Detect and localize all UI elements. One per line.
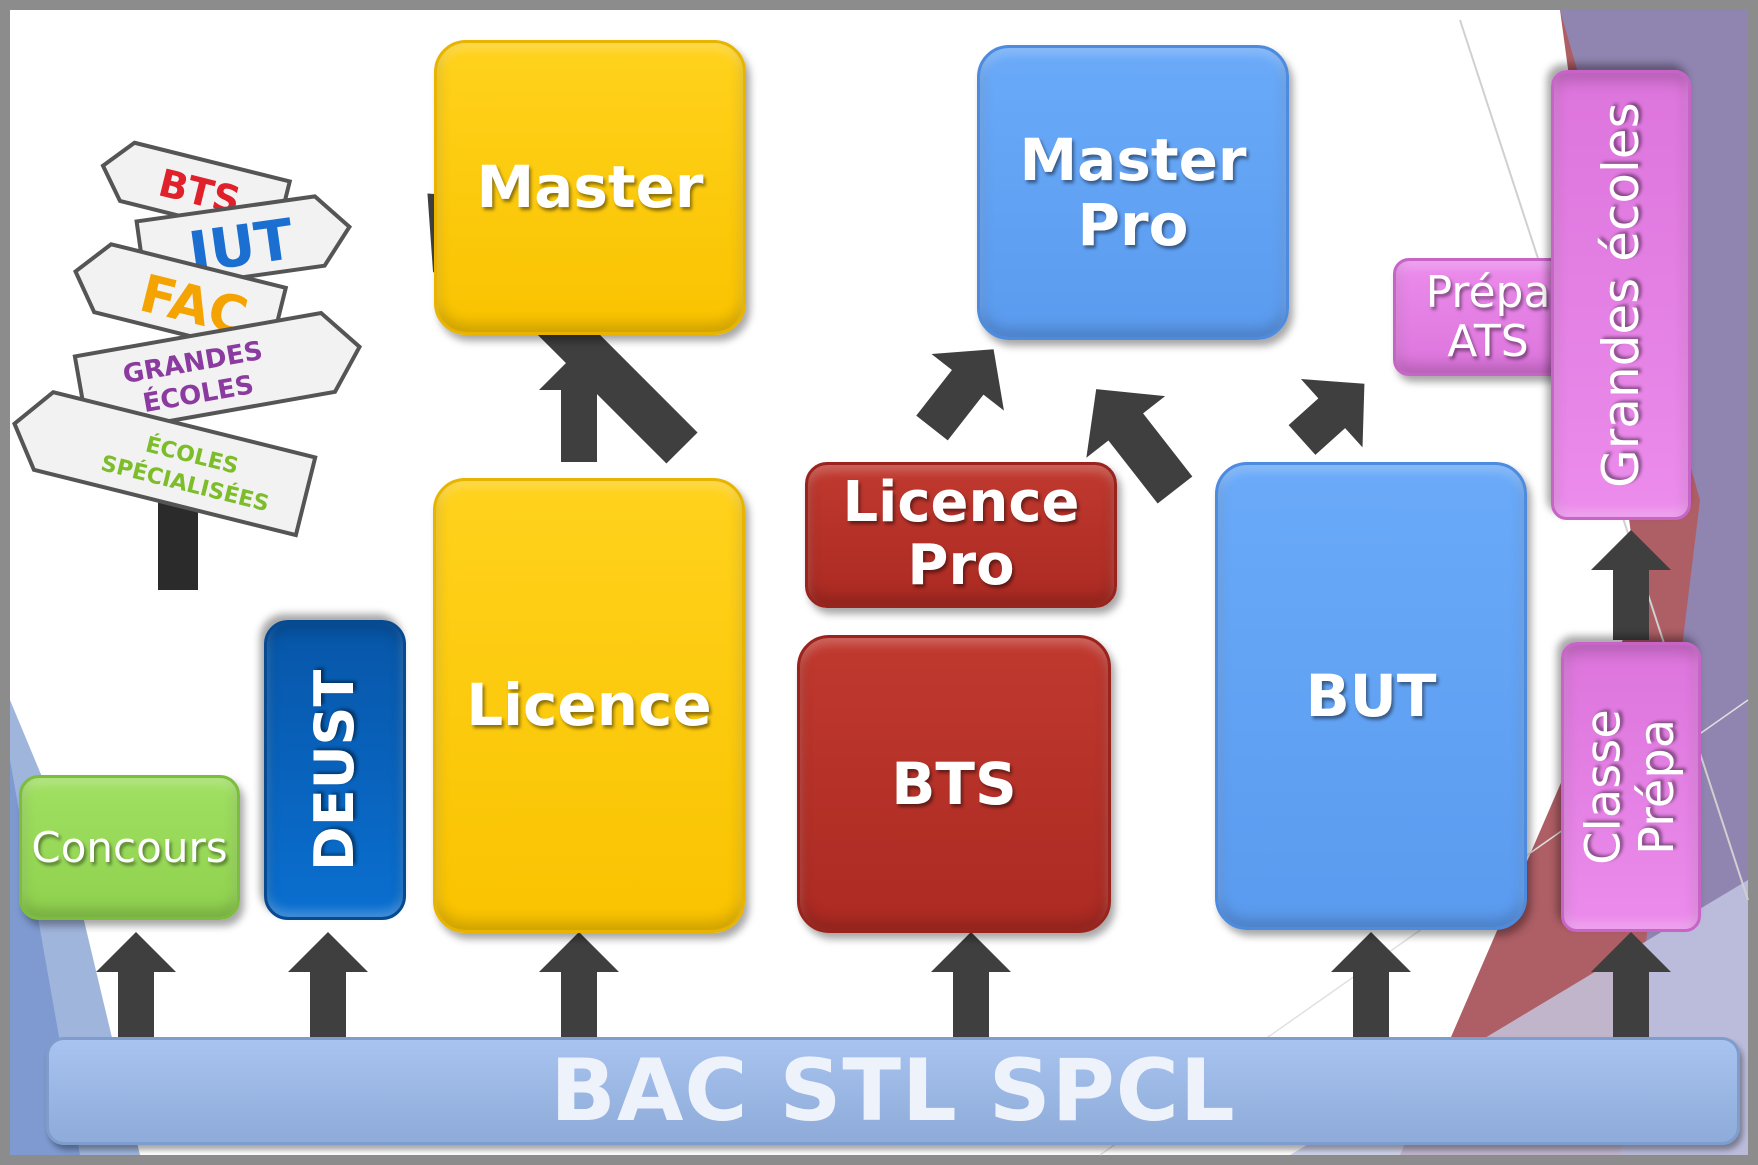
- signpost-illustration: BTS IUT FAC GRANDES ÉCOLES ÉCOLES SPÉCIA…: [12, 140, 363, 590]
- arrow-bac-to-but: [1331, 932, 1411, 1050]
- grandes-ecoles-box: Grandes écoles: [1551, 70, 1691, 520]
- licence-pro-box: Licence Pro: [805, 462, 1117, 608]
- arrow-bac-to-concours: [96, 932, 176, 1050]
- arrow-bac-to-classe-prepa: [1591, 932, 1671, 1050]
- licence-box: Licence: [433, 478, 745, 933]
- arrow-but-to-prepa-ats: [1288, 379, 1365, 455]
- arrow-bac-to-licence: [539, 932, 619, 1055]
- concours-box: Concours: [19, 775, 240, 920]
- arrow-but-to-master-pro: [1086, 389, 1193, 504]
- sign-grandes-ecoles: GRANDES ÉCOLES: [72, 310, 363, 438]
- master-pro-box: Master Pro: [977, 45, 1289, 340]
- prepa-ats-box: Prépa ATS: [1393, 258, 1583, 376]
- arrow-licence-pro-to-master-pro: [916, 349, 1004, 441]
- classe-prepa-box: Classe Prépa: [1561, 642, 1701, 932]
- deust-box: DEUST: [264, 620, 406, 920]
- arrow-classe-prepa-to-grandes-ecoles: [1591, 530, 1671, 640]
- bac-stl-spcl-bar: BAC STL SPCL: [46, 1037, 1740, 1145]
- master-box: Master: [434, 40, 746, 335]
- bts-box: BTS: [797, 635, 1111, 933]
- but-box: BUT: [1215, 462, 1527, 930]
- arrow-bac-to-deust: [288, 932, 368, 1055]
- arrow-bac-to-bts: [931, 932, 1011, 1045]
